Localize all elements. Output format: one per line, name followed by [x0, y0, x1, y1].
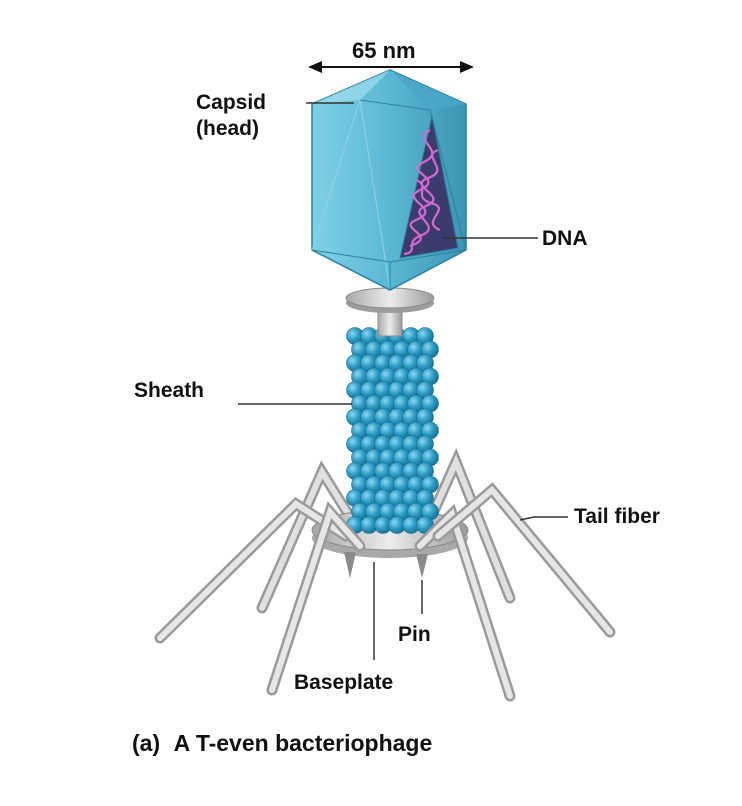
capsid-label-line2: (head) [196, 117, 259, 140]
collar [345, 287, 435, 337]
dna-label: DNA [542, 227, 588, 250]
caption-letter: (a) [132, 730, 161, 756]
figure-caption: (a) A T-even bacteriophage [132, 730, 432, 757]
caption-text: A T-even bacteriophage [173, 730, 433, 756]
capsid [311, 69, 467, 291]
leader-lines [238, 102, 568, 660]
sheath-label: Sheath [134, 379, 205, 402]
baseplate-label: Baseplate [294, 671, 394, 694]
tail-fibers-back [256, 447, 516, 614]
pins [344, 552, 428, 578]
capsid-label: Capsid (head) [196, 90, 266, 142]
width-arrow [308, 61, 474, 73]
tail-sheath [346, 327, 439, 534]
tail-fiber-label: Tail fiber [574, 505, 660, 528]
tail-fibers-front [154, 482, 616, 702]
capsid-label-line1: Capsid [196, 91, 267, 114]
pin-label: Pin [398, 623, 431, 646]
width-label: 65 nm [352, 38, 416, 63]
tail-fiber-leader [519, 516, 568, 521]
dna-strand [403, 129, 441, 256]
